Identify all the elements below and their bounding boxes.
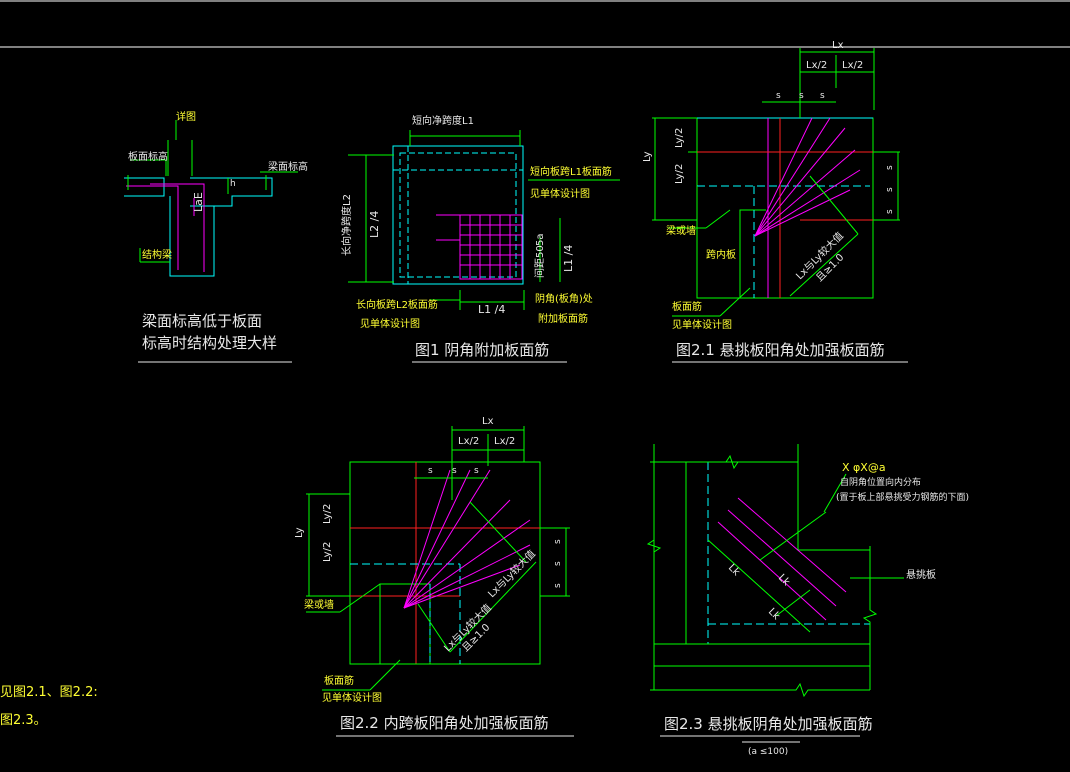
fig23-label-bar: X φX@a — [842, 461, 886, 474]
fig21-label-span-slab: 跨内板 — [706, 248, 736, 261]
fig22-fan-bars — [403, 469, 531, 609]
fig1-title: 图1 阴角附加板面筋 — [415, 341, 549, 359]
fig21-dim-lx2b: Lx/2 — [842, 60, 863, 71]
label-slab-elevation: 板面标高 — [128, 150, 168, 163]
fig1-label-corner: 阴角(板角)处 — [535, 292, 593, 305]
fig22-dim-s-v3: s — [553, 583, 563, 588]
fig21-dim-lx2a: Lx/2 — [806, 60, 827, 71]
label-h: h — [230, 179, 236, 189]
fig21-dim-s-2: s — [799, 91, 804, 101]
fig22-dim-lx: Lx — [482, 416, 494, 427]
figure-2-2: Lx Lx/2 Lx/2 s s s Ly Ly/2 Ly/2 s s s 梁或… — [294, 416, 574, 737]
fig23-dim-lk2: Lk — [776, 572, 792, 588]
fig22-dim-ly: Ly — [294, 527, 305, 538]
label-beam-elevation: 梁面标高 — [268, 160, 308, 173]
label-lae: LaE — [192, 192, 205, 212]
fig22-label-slab-bar: 板面筋 — [324, 674, 354, 687]
fig22-dim-lx2a: Lx/2 — [458, 436, 479, 447]
detail-beam-below-slab: 详图 板面标高 梁面标高 结构梁 LaE h 梁面标高低于板面 标高时结构处理大… — [124, 110, 308, 363]
fig22-dim-s-3: s — [474, 466, 479, 476]
fig1-dim-5a: 5a — [535, 234, 546, 247]
side-note-line1: 见图2.1、图2.2: — [0, 685, 98, 700]
fig21-dim-s-v3: s — [885, 209, 895, 214]
fig23-diagonal-bars — [717, 497, 847, 621]
fig23-dim-lk1: Lk — [726, 562, 742, 578]
fig21-label-see-design: 见单体设计图 — [672, 318, 732, 331]
fig23-label-cantilever: 悬挑板 — [906, 568, 936, 581]
fig23-subtitle: (a ≤100) — [748, 747, 788, 757]
fig21-dim-s-3: s — [820, 91, 825, 101]
fig21-label-slab-bar: 板面筋 — [672, 300, 702, 313]
fig22-dim-s-1: s — [428, 466, 433, 476]
figure-2-1: Lx Lx/2 Lx/2 s s s Ly Ly/2 Ly/2 s s s 梁或… — [642, 40, 908, 363]
figure-1: 短向净跨度L1 短向板跨L1板面筋 见单体设计图 长向净跨度L2 L2 /4 间… — [340, 114, 620, 363]
fig1-label-see-design: 见单体设计图 — [530, 187, 590, 200]
fig21-fan-bars — [754, 117, 861, 237]
detail-beam-title-2: 标高时结构处理大样 — [142, 334, 277, 352]
fig1-dim-l2-4: L2 /4 — [368, 211, 381, 238]
label-detail: 详图 — [176, 110, 196, 123]
fig22-dim-ly2b: Ly/2 — [322, 542, 333, 562]
fig22-label-diag: Lx与Ly较大值 — [485, 547, 538, 600]
side-note-line2: 图2.3。 — [0, 713, 47, 728]
fig21-dim-ly2a: Ly/2 — [674, 128, 685, 148]
fig23-label-note1: 自阴角位置向内分布 — [840, 476, 921, 488]
fig22-title: 图2.2 内跨板阳角处加强板面筋 — [340, 714, 549, 732]
fig21-dim-ly: Ly — [642, 151, 653, 162]
fig22-dim-s-v1: s — [553, 539, 563, 544]
fig1-label-extra: 附加板面筋 — [538, 312, 588, 325]
fig23-label-note2: (置于板上部悬挑受力钢筋的下面) — [836, 491, 969, 503]
fig1-dim-spacing: 间距50 — [533, 245, 546, 278]
fig22-dim-s-v2: s — [553, 561, 563, 566]
fig21-dim-lx: Lx — [832, 40, 844, 51]
fig23-title: 图2.3 悬挑板阴角处加强板面筋 — [664, 715, 873, 733]
fig21-dim-ly2b: Ly/2 — [674, 164, 685, 184]
fig23-dim-lk3: Lk — [766, 606, 782, 622]
fig22-dim-lx2b: Lx/2 — [494, 436, 515, 447]
fig21-title: 图2.1 悬挑板阳角处加强板面筋 — [676, 341, 885, 359]
label-structural-beam: 结构梁 — [142, 248, 172, 261]
detail-beam-title-1: 梁面标高低于板面 — [142, 312, 262, 330]
fig1-dim-l1-4-bottom: L1 /4 — [478, 303, 505, 316]
fig1-label-long-bar: 长向板跨L2板面筋 — [356, 298, 438, 311]
fig21-dim-s-1: s — [776, 91, 781, 101]
fig22-dim-ly2a: Ly/2 — [322, 504, 333, 524]
fig1-dim-l1-4: L1 /4 — [562, 245, 575, 272]
fig22-label-wall: 梁或墙 — [304, 598, 334, 611]
figure-2-3: X φX@a 自阴角位置向内分布 (置于板上部悬挑受力钢筋的下面) 悬挑板 Lk… — [646, 444, 969, 757]
fig21-dim-s-v1: s — [885, 165, 895, 170]
fig1-label-see-design-2: 见单体设计图 — [360, 317, 420, 330]
fig21-dim-s-v2: s — [885, 187, 895, 192]
fig1-rebar-grid — [436, 214, 523, 280]
fig1-label-short-bar: 短向板跨L1板面筋 — [530, 165, 612, 178]
fig22-label-see-design: 见单体设计图 — [322, 691, 382, 704]
fig22-dim-s-2: s — [452, 466, 457, 476]
fig1-label-short-span: 短向净跨度L1 — [412, 114, 474, 127]
fig21-label-wall: 梁或墙 — [666, 224, 696, 237]
fig1-label-long-span: 长向净跨度L2 — [340, 194, 353, 256]
